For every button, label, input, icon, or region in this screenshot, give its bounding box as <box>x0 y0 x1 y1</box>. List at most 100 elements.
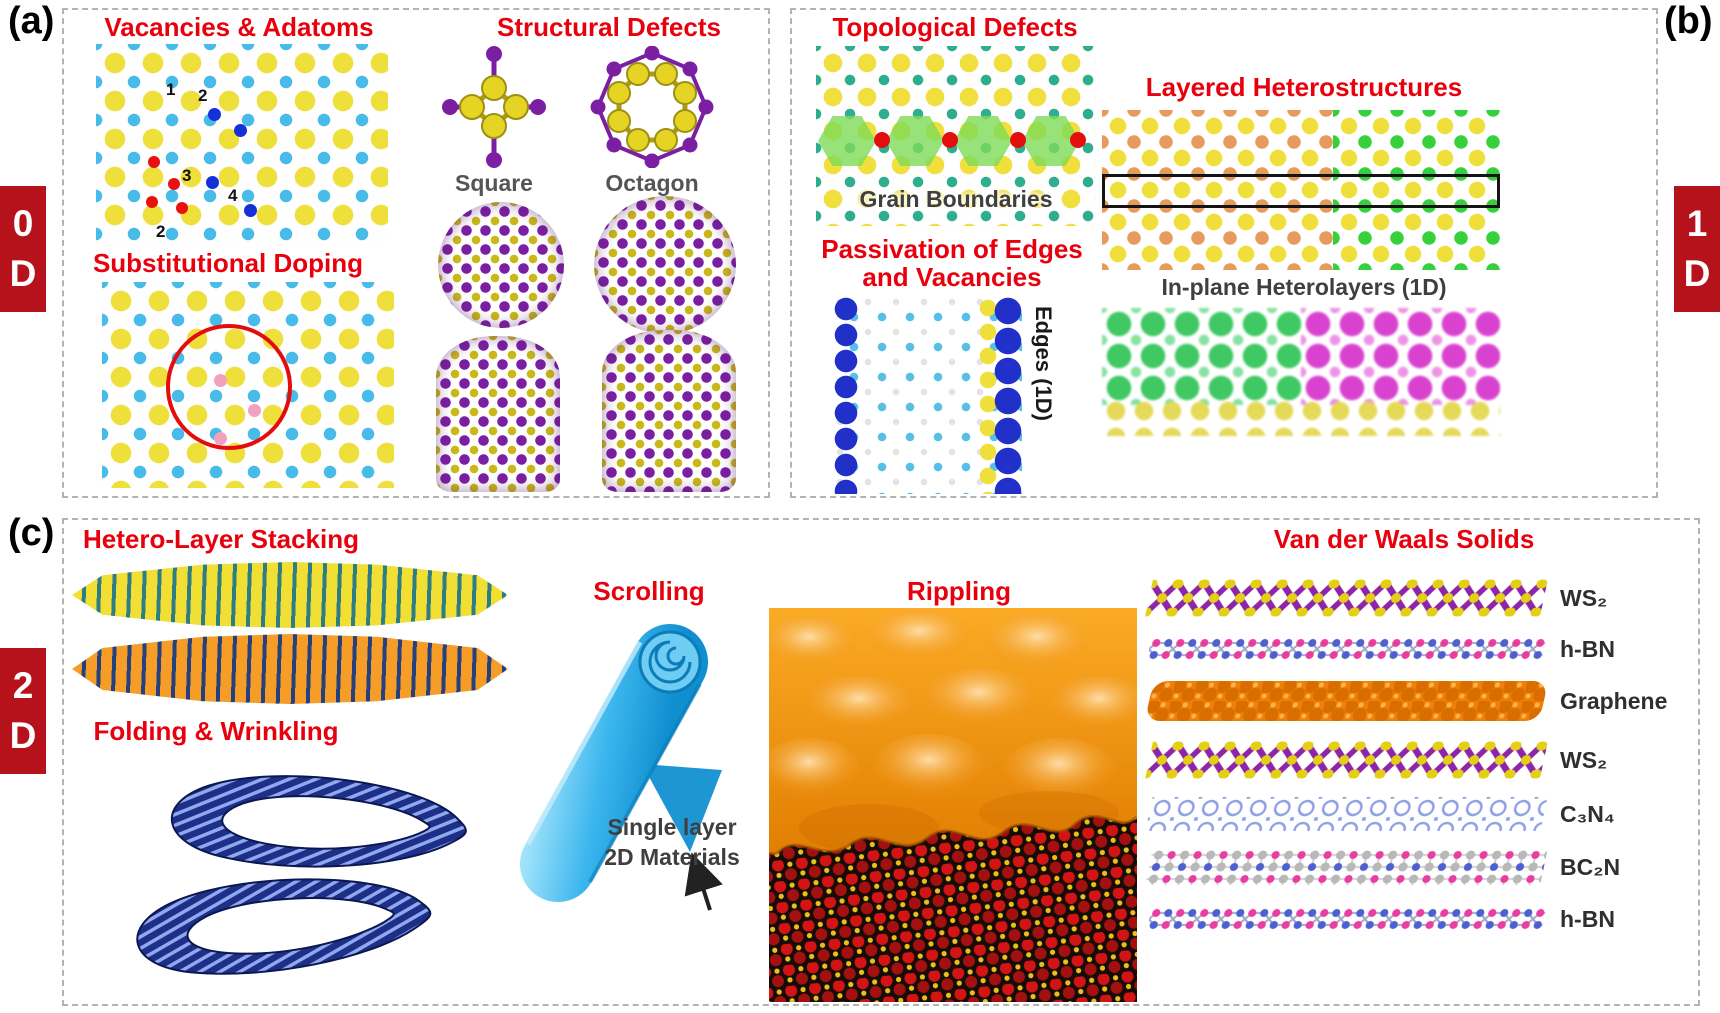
stacked-sheet-bottom <box>72 634 508 704</box>
grain-hexagon <box>954 116 1012 166</box>
badge-2d-letter: D <box>9 715 37 756</box>
square-label: Square <box>455 170 533 196</box>
topological-defects-title: Topological Defects <box>832 12 1078 42</box>
inplane-heterolayers-label: In-plane Heterolayers (1D) <box>1161 274 1447 300</box>
scroll-caption-line1: Single layer <box>607 814 737 840</box>
dislocation-dot <box>1070 132 1086 148</box>
dislocation-dot <box>1010 132 1026 148</box>
panel-c-letter: (c) <box>8 512 55 554</box>
badge-1d-letter: D <box>1683 253 1711 294</box>
passivated-edge-left <box>834 296 858 494</box>
passivation-title-line2: and Vacancies <box>862 262 1042 292</box>
dislocation-dot <box>874 132 890 148</box>
vacancy-dot <box>176 202 188 214</box>
vdw-layer-label: C₃N₄ <box>1560 800 1615 827</box>
dislocation-dot <box>942 132 958 148</box>
adatom-dot <box>206 176 219 189</box>
rippling-title: Rippling <box>907 576 1011 606</box>
dopant-circle-marker <box>166 324 292 450</box>
panel-c: Hetero-Layer Stacking Folding & Wrinklin… <box>62 518 1700 1006</box>
grain-hexagon <box>818 116 876 166</box>
structural-defects-title: Structural Defects <box>497 12 721 42</box>
vdw-layer-label: h-BN <box>1560 905 1615 932</box>
panel-a: Vacancies & Adatoms 1 2 3 4 2 Substituti… <box>62 8 770 498</box>
van-der-waals-solids-title: Van der Waals Solids <box>1273 524 1535 554</box>
vacancy-dot <box>148 156 160 168</box>
vacancy-dot <box>146 196 158 208</box>
vdw-layer-row-graphene: Graphene <box>1147 680 1694 722</box>
folding-wrinkling-title: Folding & Wrinkling <box>93 716 339 746</box>
edge-passivation-image <box>834 296 1022 494</box>
hetero-layer-stacking-title: Hetero-Layer Stacking <box>83 524 359 554</box>
hbn-layer-graphic <box>1146 906 1547 932</box>
nanotube-graphic <box>602 330 736 492</box>
scrolled-sheet-graphic <box>520 624 723 911</box>
passivation-title-line1: Passivation of Edges <box>821 234 1083 264</box>
vdw-layer-label: WS₂ <box>1560 746 1608 773</box>
bc2n-layer-graphic <box>1145 849 1548 885</box>
c3n4-layer-graphic <box>1145 797 1548 831</box>
graphene-layer-graphic <box>1147 681 1546 721</box>
rippled-surface-graphic <box>769 608 1137 1002</box>
vacancy-dot <box>168 178 180 190</box>
heterostructure-magenta-domain <box>1301 308 1500 406</box>
nanotube-graphic <box>436 336 560 492</box>
heterolayer-box-outline <box>1102 174 1500 208</box>
defect-number-4: 4 <box>228 186 238 205</box>
edges-1d-label: Edges (1D) <box>1031 306 1056 421</box>
hbn-layer-graphic <box>1146 636 1547 662</box>
fullerene-cage-graphic <box>594 196 736 334</box>
heterostructure-green-domain <box>1102 308 1301 406</box>
badge-1d-digit: 1 <box>1686 203 1708 245</box>
scroll-caption-line2: 2D Materials <box>604 844 740 870</box>
vdw-layer-row-ws2-top: WS₂ <box>1144 574 1694 622</box>
vdw-layer-label: BC₂N <box>1560 853 1621 880</box>
inplane-right-lattice <box>1332 110 1500 270</box>
lateral-heterostructure-3d-image <box>1102 308 1500 436</box>
ws2-layer-graphic <box>1144 576 1549 620</box>
defect-number-2: 2 <box>198 86 208 105</box>
badge-0d-letter: D <box>9 253 37 294</box>
adatom-dot <box>208 108 221 121</box>
vdw-layer-label: h-BN <box>1560 635 1615 662</box>
adatom-dot <box>234 124 247 137</box>
panel-b-letter: (b) <box>1664 0 1713 42</box>
badge-2d-digit: 2 <box>12 665 34 707</box>
vacancies-adatoms-image: 1 2 3 4 2 <box>96 44 388 242</box>
edge-atoms-column <box>978 296 998 494</box>
layered-heterostructures-title: Layered Heterostructures <box>1145 72 1463 102</box>
grain-hexagon <box>886 116 944 166</box>
vdw-layer-label: Graphene <box>1560 687 1668 714</box>
badge-2d: 2 D <box>0 648 46 774</box>
inplane-heterolayers-image <box>1102 110 1500 270</box>
badge-1d: 1 D <box>1674 186 1720 312</box>
octagon-defect-graphic <box>590 46 714 168</box>
grain-boundaries-label: Grain Boundaries <box>859 186 1053 212</box>
substitutional-doping-title: Substitutional Doping <box>92 248 364 278</box>
defect-number-1: 1 <box>166 80 176 99</box>
scrolling-title: Scrolling <box>593 576 705 606</box>
vdw-layer-row-ws2-bottom: WS₂ <box>1144 736 1694 784</box>
fullerene-cage-graphic <box>438 202 564 328</box>
panel-b: Topological Defects Grain Boundaries Pas… <box>790 8 1658 498</box>
panel-a-letter: (a) <box>8 0 55 42</box>
adatom-dot <box>244 204 257 217</box>
inplane-left-lattice <box>1102 110 1333 270</box>
vdw-layer-row-bc2n: BC₂N <box>1145 848 1694 886</box>
octagon-label: Octagon <box>605 170 699 196</box>
vdw-layer-row-hbn-top: h-BN <box>1146 634 1694 664</box>
folded-sheets-graphic <box>132 768 470 984</box>
grain-boundaries-image: Grain Boundaries <box>816 46 1096 226</box>
defect-number-3: 3 <box>182 166 192 185</box>
vacancies-adatoms-title: Vacancies & Adatoms <box>104 12 374 42</box>
substitutional-doping-image <box>102 282 394 488</box>
stacked-sheet-top <box>72 562 508 628</box>
vdw-layer-row-c3n4: C₃N₄ <box>1145 796 1694 832</box>
ws2-layer-graphic <box>1144 738 1549 782</box>
heterostructure-bottom-atoms <box>1102 397 1500 436</box>
defect-number-2b: 2 <box>156 222 166 241</box>
square-defect-graphic <box>442 46 546 168</box>
badge-0d-digit: 0 <box>12 203 34 245</box>
passivated-edge-right <box>994 296 1022 494</box>
